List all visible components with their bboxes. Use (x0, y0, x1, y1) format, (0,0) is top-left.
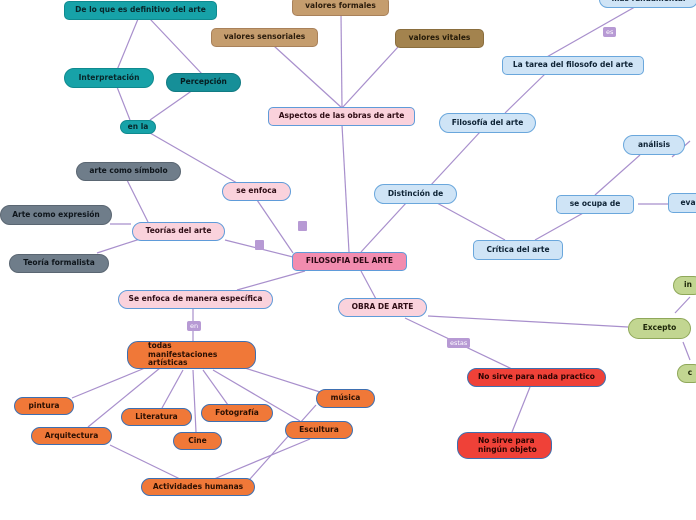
node-obra-arte[interactable]: OBRA DE ARTE (338, 298, 427, 317)
node-aspectos[interactable]: Aspectos de las obras de arte (268, 107, 415, 126)
node-valores-sensoriales[interactable]: valores sensoriales (211, 28, 318, 47)
node-arte-simbolo[interactable]: arte como símbolo (76, 162, 181, 181)
node-critica-arte[interactable]: Crítica del arte (473, 240, 563, 260)
node-pintura[interactable]: pintura (14, 397, 74, 415)
node-musica[interactable]: música (316, 389, 375, 408)
link-label-en: en (187, 321, 202, 331)
node-filosofia-arte[interactable]: Filosofía del arte (439, 113, 536, 133)
node-no-sirve-objeto[interactable]: No sirve para ningún objeto (457, 432, 552, 459)
node-distincion[interactable]: Distinción de (374, 184, 457, 204)
node-actividades-humanas[interactable]: Actividades humanas (141, 478, 255, 496)
node-tarea-filosofo[interactable]: La tarea del filosofo del arte (502, 56, 644, 75)
node-interpretacion[interactable]: Interpretación (64, 68, 154, 88)
node-excepto[interactable]: Excepto (628, 318, 691, 339)
node-se-ocupa[interactable]: se ocupa de (556, 195, 634, 214)
node-in[interactable]: in (673, 276, 696, 295)
node-cine[interactable]: Cine (173, 432, 222, 450)
connector-handle[interactable] (255, 240, 264, 250)
node-arquitectura[interactable]: Arquitectura (31, 427, 112, 445)
node-escultura[interactable]: Escultura (285, 421, 353, 439)
node-teoria-formalista[interactable]: Teoría formalista (9, 254, 109, 273)
node-analisis[interactable]: análisis (623, 135, 685, 155)
node-valores-vitales[interactable]: valores vitales (395, 29, 484, 48)
node-filosofia-central[interactable]: FILOSOFIA DEL ARTE (292, 252, 407, 271)
connector-handle[interactable] (298, 221, 307, 231)
node-se-enfoca[interactable]: se enfoca (222, 182, 291, 201)
node-fotografia[interactable]: Fotografía (201, 404, 273, 422)
link-label-es: es (603, 27, 617, 37)
node-percepcion[interactable]: Percepción (166, 73, 241, 92)
node-eva[interactable]: eva (668, 193, 696, 213)
node-manera-especifica[interactable]: Se enfoca de manera específica (118, 290, 273, 309)
node-en-la[interactable]: en la (120, 120, 156, 134)
node-valores-formales[interactable]: valores formales (292, 0, 389, 16)
node-teorias-arte[interactable]: Teorías del arte (132, 222, 225, 241)
node-mas-fundamental[interactable]: más fundamental (599, 0, 696, 8)
node-manifestaciones[interactable]: todas manifestaciones artísticas (127, 341, 256, 369)
node-definitivo[interactable]: De lo que es definitivo del arte (64, 1, 217, 20)
node-literatura[interactable]: Literatura (121, 408, 192, 426)
node-no-sirve-practico[interactable]: No sirve para nada practico (467, 368, 606, 387)
node-arte-expresion[interactable]: Arte como expresión (0, 205, 112, 225)
link-label-estas: estas (447, 338, 471, 348)
node-c[interactable]: c (677, 364, 696, 383)
